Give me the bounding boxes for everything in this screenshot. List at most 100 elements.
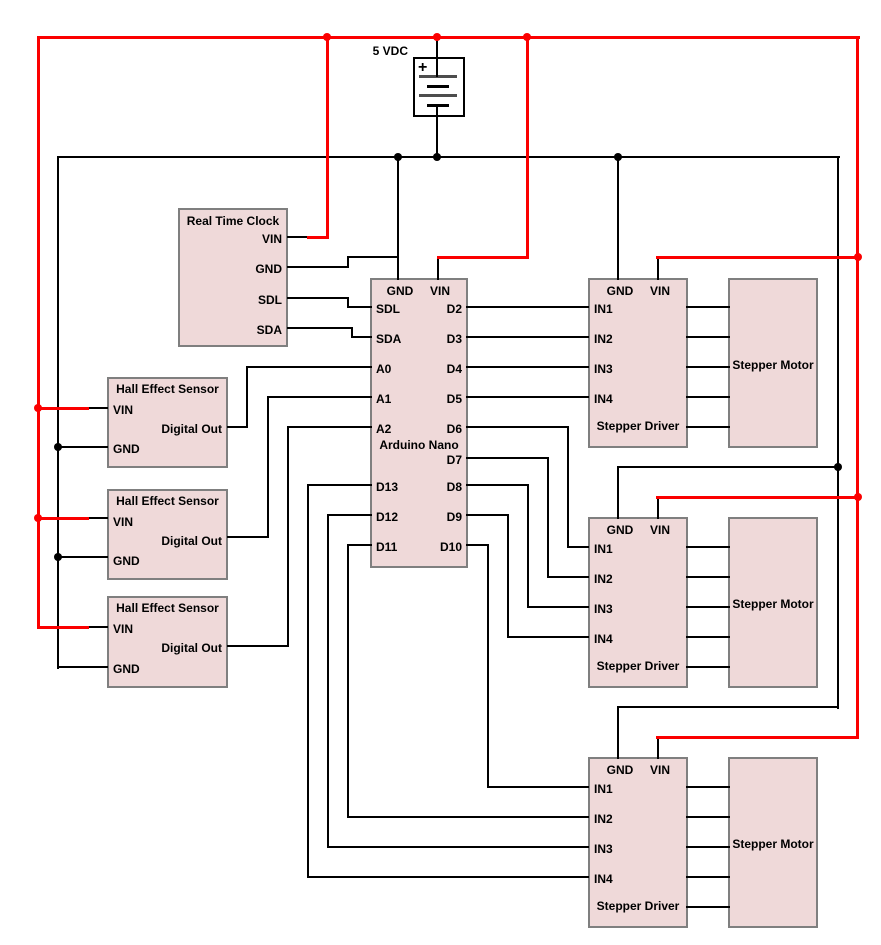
wire-sensor2-vin-stub	[86, 517, 108, 519]
arduino-pin-d5: D5	[446, 392, 462, 406]
wire-sensor1-gnd	[57, 446, 108, 448]
wire-d12	[327, 846, 589, 848]
wire-rtc-sda	[351, 336, 372, 338]
rtc-pin-sdl: SDL	[258, 293, 282, 307]
wire-motor1	[686, 426, 730, 428]
wire-rtc-vin	[326, 36, 329, 239]
arduino-pin-a1: A1	[376, 392, 392, 406]
wire-sensor1-vin	[37, 407, 89, 410]
stepper-driver-title: Stepper Driver	[596, 419, 680, 433]
wire-driver1-vin-stub	[657, 256, 659, 280]
arduino-pin-d3: D3	[446, 332, 462, 346]
hall-sensor-pin-digital-out: Digital Out	[161, 534, 222, 548]
hall-sensor-title: Hall Effect Sensor	[116, 494, 219, 508]
wire-d11	[347, 544, 372, 546]
hall-sensor-pin-vin: VIN	[113, 515, 134, 529]
battery-plus-sign: +	[418, 59, 428, 76]
driver-pin-vin: VIN	[649, 763, 670, 777]
wire-d7	[547, 576, 589, 578]
driver-pin-in4: IN4	[594, 392, 613, 406]
junction-dot	[614, 153, 622, 161]
wire-rtc-sdl	[347, 306, 372, 308]
arduino-pin-d4: D4	[446, 362, 462, 376]
arduino-box: GND VIN SDL SDA A0 A1 A2 D13 D12 D11 D2 …	[370, 278, 468, 568]
junction-dot	[433, 33, 441, 41]
wire-motor2	[686, 546, 730, 548]
wire-sensor1-vin-stub	[86, 407, 108, 409]
hall-sensor-pin-vin: VIN	[113, 403, 134, 417]
wire-motor1	[686, 366, 730, 368]
wire-d10	[487, 786, 589, 788]
wire-rtc-sdl	[287, 297, 349, 299]
wire-sensor2-gnd	[57, 556, 108, 558]
arduino-pin-d7: D7	[446, 453, 462, 467]
wire-d6	[567, 426, 569, 548]
arduino-pin-sdl: SDL	[376, 302, 400, 316]
wire-d11	[347, 816, 589, 818]
power-supply-label: 5 VDC	[372, 44, 408, 58]
driver-pin-gnd: GND	[606, 763, 634, 777]
arduino-title: Arduino Nano	[379, 438, 459, 452]
wire-d8	[466, 484, 529, 486]
wire-a2	[287, 426, 372, 428]
battery-plate	[419, 75, 457, 78]
driver-pin-vin: VIN	[649, 523, 670, 537]
wire-motor2	[686, 666, 730, 668]
junction-dot	[34, 514, 42, 522]
wire-d6	[567, 546, 589, 548]
wire-sensor3-vin	[37, 626, 89, 629]
wire-driver2-gnd	[617, 466, 619, 519]
rtc-pin-sda: SDA	[256, 323, 282, 337]
arduino-pin-a2: A2	[376, 422, 392, 436]
arduino-pin-d9: D9	[446, 510, 462, 524]
wire-d6	[466, 426, 569, 428]
wire-d2	[466, 306, 589, 308]
wire-driver2-vin-stub	[657, 496, 659, 519]
driver-pin-in2: IN2	[594, 332, 613, 346]
wire-sensor3-vin-stub	[86, 626, 108, 628]
wire-driver3-gnd	[617, 706, 619, 759]
arduino-pin-vin: VIN	[429, 284, 450, 298]
arduino-pin-d8: D8	[446, 480, 462, 494]
wire-motor1	[686, 336, 730, 338]
wire-rtc-sda	[351, 327, 353, 338]
wire-d13	[307, 876, 589, 878]
junction-dot	[433, 153, 441, 161]
arduino-pin-gnd: GND	[386, 284, 414, 298]
stepper-driver-title: Stepper Driver	[596, 659, 680, 673]
wire-driver3-gnd	[617, 706, 839, 708]
driver-pin-in1: IN1	[594, 782, 613, 796]
wire-driver1-gnd	[617, 156, 619, 280]
wire-sensor2-out	[227, 536, 269, 538]
wire-driver1-vin	[656, 256, 859, 259]
driver-pin-in2: IN2	[594, 812, 613, 826]
junction-dot	[854, 493, 862, 501]
wire-sensor3-gnd	[57, 666, 108, 668]
wire-gnd-bus	[57, 156, 840, 158]
wire-d3	[466, 336, 589, 338]
junction-dot	[834, 463, 842, 471]
arduino-pin-d2: D2	[446, 302, 462, 316]
stepper-driver-box-1: GND VIN IN1 IN2 IN3 IN4 Stepper Driver	[588, 278, 688, 448]
arduino-pin-d11: D11	[376, 540, 398, 554]
wire-driver2-vin	[656, 496, 859, 499]
wire-sensor3-out	[227, 645, 289, 647]
hall-sensor-box-2: Hall Effect Sensor VIN Digital Out GND	[107, 489, 228, 580]
wire-motor1	[686, 396, 730, 398]
wire-rtc-sda	[287, 327, 353, 329]
wire-motor3	[686, 906, 730, 908]
driver-pin-in3: IN3	[594, 362, 613, 376]
wire-d7	[466, 457, 549, 459]
stepper-driver-box-2: GND VIN IN1 IN2 IN3 IN4 Stepper Driver	[588, 517, 688, 688]
hall-sensor-pin-gnd: GND	[113, 554, 140, 568]
junction-dot	[323, 33, 331, 41]
battery-icon: +	[413, 57, 465, 117]
wire-d8	[527, 606, 589, 608]
wire-arduino-vin	[437, 256, 529, 259]
hall-sensor-box-1: Hall Effect Sensor VIN Digital Out GND	[107, 377, 228, 468]
wire-d8	[527, 484, 529, 608]
wire-a2	[287, 426, 289, 647]
arduino-pin-sda: SDA	[376, 332, 402, 346]
hall-sensor-pin-gnd: GND	[113, 442, 140, 456]
